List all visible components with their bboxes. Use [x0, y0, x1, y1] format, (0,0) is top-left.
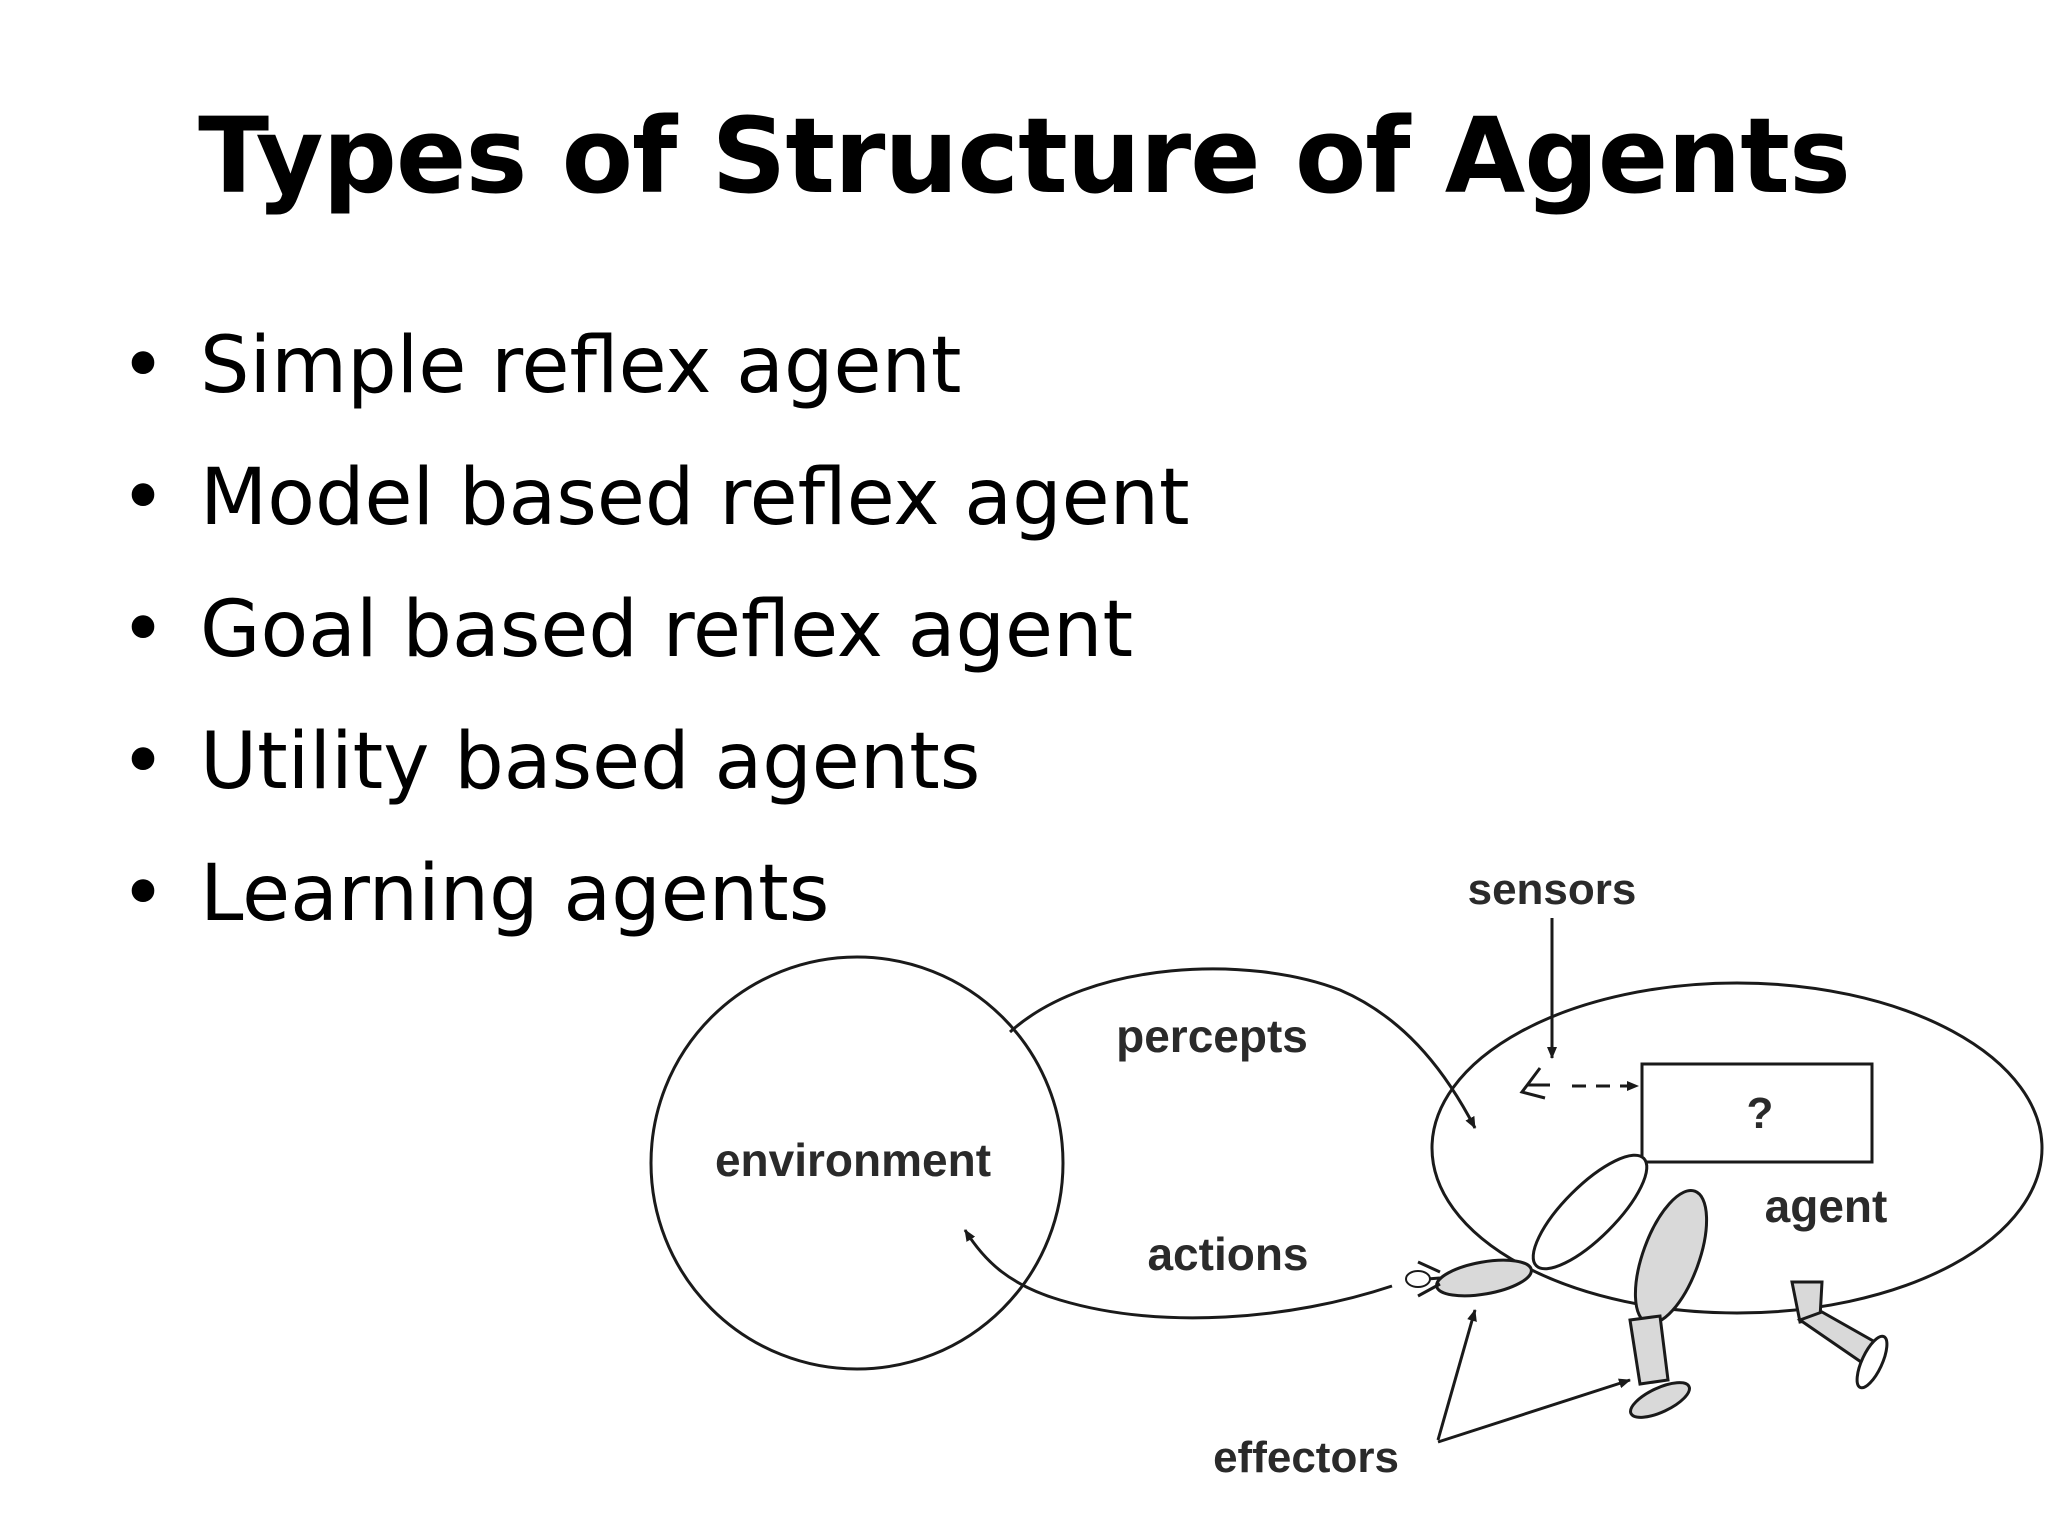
bullet-label: Learning agents: [200, 849, 830, 939]
actions-label: actions: [1147, 1228, 1308, 1280]
environment-circle: [649, 955, 1065, 1371]
environment-label: environment: [715, 1134, 991, 1186]
bullet-dot-icon: •: [120, 453, 167, 543]
agent-program-box: [1640, 1062, 1874, 1164]
bullet-label: Model based reflex agent: [200, 453, 1190, 543]
slide-title: Types of Structure of Agents: [198, 95, 1851, 217]
bullet-dot-icon: •: [120, 849, 167, 939]
bullet-dot-icon: •: [120, 717, 167, 807]
bullet-label: Simple reflex agent: [200, 321, 962, 411]
agent-label: agent: [1765, 1180, 1888, 1232]
effectors-label: effectors: [1213, 1433, 1399, 1482]
sensors-label: sensors: [1468, 865, 1637, 914]
actions-arrow: [963, 1229, 1393, 1320]
eye-icon: [1519, 1067, 1550, 1100]
effector-limbs-icon: [1405, 1153, 1889, 1419]
effectors-arrow-arm: [1436, 1309, 1477, 1441]
bullet-label: Utility based agents: [200, 717, 981, 807]
bullet-dot-icon: •: [120, 321, 167, 411]
percepts-arrow: [1008, 967, 1477, 1129]
agent-ellipse: [1430, 981, 2044, 1315]
percepts-label: percepts: [1116, 1010, 1308, 1062]
bullet-dot-icon: •: [120, 585, 167, 675]
effectors-arrow-leg: [1437, 1378, 1631, 1444]
bullet-label: Goal based reflex agent: [200, 585, 1134, 675]
unknown-label: ?: [1747, 1089, 1774, 1138]
